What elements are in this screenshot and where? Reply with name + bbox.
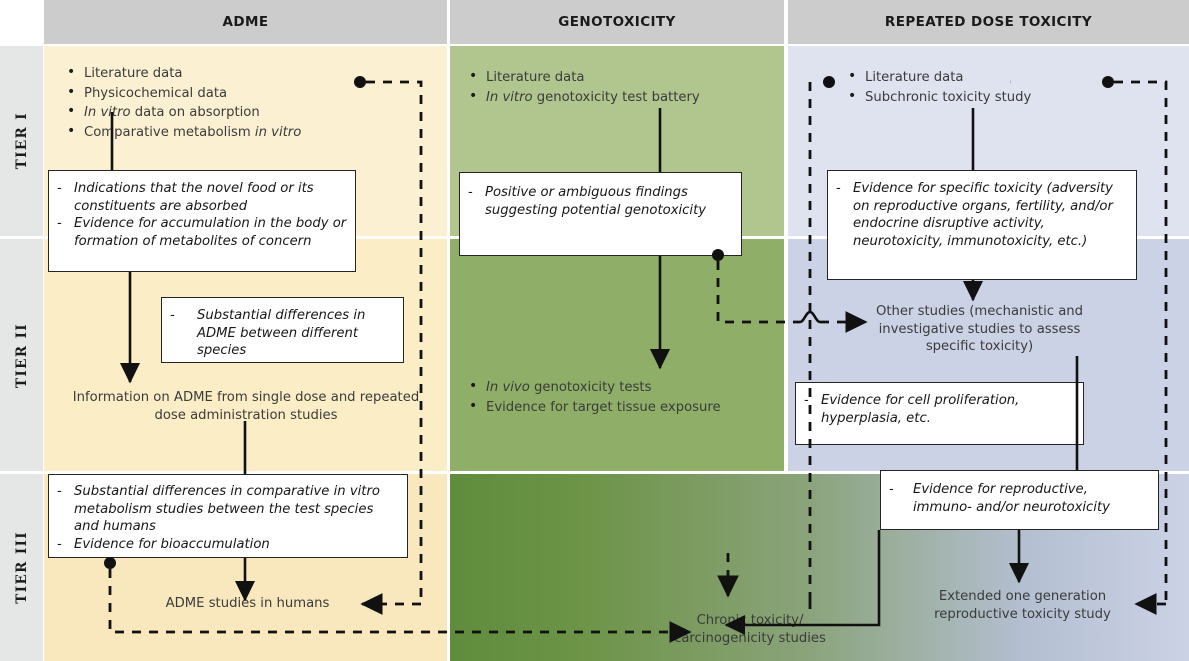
list-item: Physicochemical data bbox=[62, 83, 392, 104]
adme-tier1-criteria-box: Indications that the novel food or its c… bbox=[48, 170, 356, 272]
adme-tier2-node: Information on ADME from single dose and… bbox=[72, 390, 420, 423]
tier-label-tier-3: TIER III bbox=[0, 474, 43, 661]
list-item: In vitro genotoxicity test battery bbox=[464, 87, 764, 108]
genotoxicity-tier3-node: Chronic toxicity/ carcinogenicity studie… bbox=[674, 613, 826, 646]
column-header-adme: ADME bbox=[44, 0, 447, 44]
criteria-item: Evidence for specific toxicity (adversit… bbox=[828, 180, 1128, 250]
tier-label-tier-2: TIER II bbox=[0, 239, 43, 471]
tier-label-tier-3-text: TIER III bbox=[13, 531, 30, 604]
tier-label-tier-1-text: TIER I bbox=[13, 112, 30, 170]
adme-tier2-criteria-box: Substantial differences in ADME between … bbox=[161, 297, 404, 363]
criteria-item: Indications that the novel food or its c… bbox=[49, 180, 349, 215]
criteria-item: Evidence for accumulation in the body or… bbox=[49, 215, 349, 250]
adme-tier3-node: ADME studies in humans bbox=[165, 596, 330, 611]
list-item: Literature data bbox=[62, 63, 392, 84]
genotoxicity-tier2-input-list: In vivo genotoxicity tests Evidence for … bbox=[464, 377, 754, 418]
list-item: In vitro data on absorption bbox=[62, 102, 392, 123]
repeated-dose-tier2-node: Other studies (mechanistic and investiga… bbox=[875, 304, 1084, 354]
adme-tier1-input-list: Literature data Physicochemical data In … bbox=[62, 63, 392, 143]
genotoxicity-tier1-input-list: Literature data In vitro genotoxicity te… bbox=[464, 67, 764, 108]
list-item: Subchronic toxicity study bbox=[843, 87, 1143, 108]
criteria-item: Evidence for reproductive, immuno- and/o… bbox=[881, 481, 1150, 516]
repeated-dose-tier3-node: Extended one generation reproductive tox… bbox=[934, 589, 1111, 622]
criteria-item: Evidence for bioaccumulation bbox=[49, 536, 399, 554]
list-item: Evidence for target tissue exposure bbox=[464, 397, 754, 418]
criteria-item: Substantial differences in comparative i… bbox=[49, 483, 399, 536]
repeated-dose-tier2-criteria-box: Evidence for cell proliferation, hyperpl… bbox=[795, 382, 1084, 445]
repeated-dose-tier1-input-list: Literature data Subchronic toxicity stud… bbox=[843, 67, 1143, 108]
cell-genotoxicity-tier2 bbox=[450, 239, 784, 471]
tier-label-tier-1: TIER I bbox=[0, 46, 43, 236]
repeated-dose-tier3-criteria-box: Evidence for reproductive, immuno- and/o… bbox=[880, 470, 1159, 530]
column-header-repeated-dose: REPEATED DOSE TOXICITY bbox=[788, 0, 1189, 44]
list-item: Literature data bbox=[843, 67, 1143, 88]
column-header-adme-label: ADME bbox=[222, 14, 269, 30]
column-header-genotoxicity: GENOTOXICITY bbox=[450, 0, 784, 44]
genotoxicity-tier1-criteria-box: Positive or ambiguous findings suggestin… bbox=[459, 172, 742, 256]
criteria-item: Evidence for cell proliferation, hyperpl… bbox=[796, 392, 1075, 427]
adme-tier3-criteria-box: Substantial differences in comparative i… bbox=[48, 474, 408, 558]
repeated-dose-tier1-criteria-box: Evidence for specific toxicity (adversit… bbox=[827, 170, 1137, 280]
list-item: Comparative metabolism in vitro bbox=[62, 122, 392, 143]
column-header-repeated-dose-label: REPEATED DOSE TOXICITY bbox=[884, 14, 1093, 30]
list-item: In vivo genotoxicity tests bbox=[464, 377, 754, 398]
column-header-genotoxicity-label: GENOTOXICITY bbox=[558, 14, 676, 30]
tier-label-tier-2-text: TIER II bbox=[13, 322, 30, 388]
criteria-item: Substantial differences in ADME between … bbox=[162, 307, 393, 360]
criteria-item: Positive or ambiguous findings suggestin… bbox=[460, 184, 733, 219]
list-item: Literature data bbox=[464, 67, 764, 88]
